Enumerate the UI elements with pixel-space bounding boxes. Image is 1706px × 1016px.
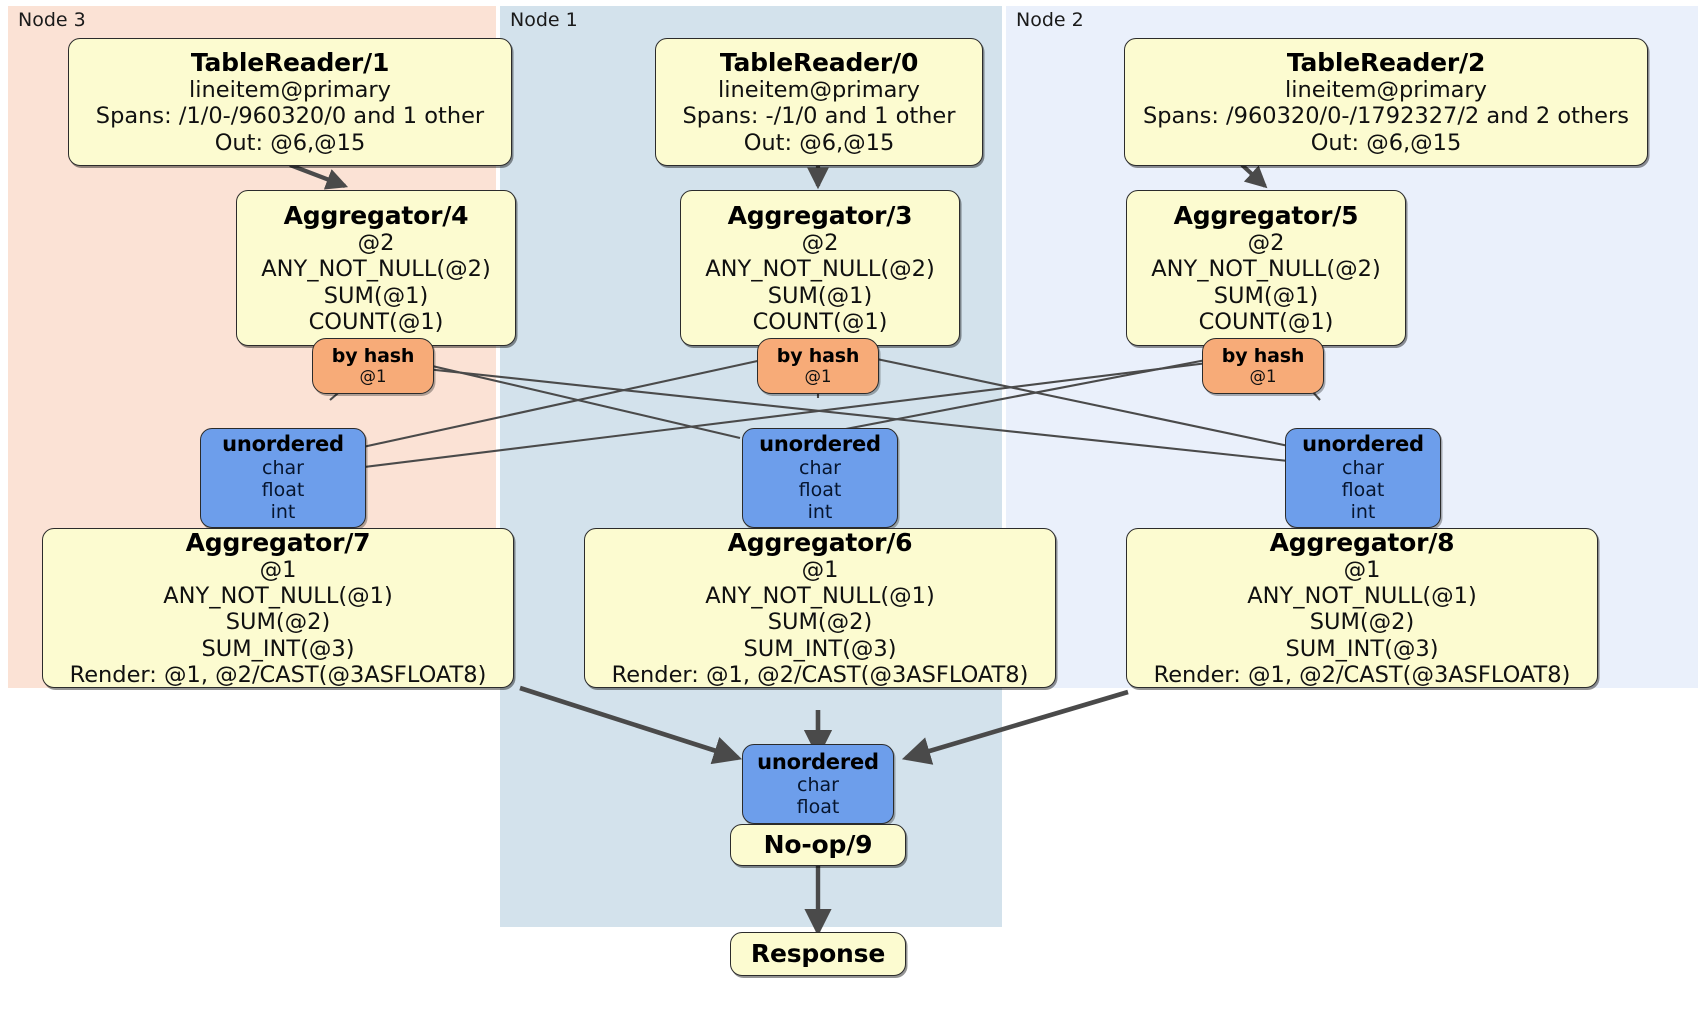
node-line: @1	[259, 556, 297, 583]
router-line: @1	[804, 367, 832, 387]
node-line: Render: @1, @2/CAST(@3ASFLOAT8)	[1153, 662, 1571, 689]
node-line: Render: @1, @2/CAST(@3ASFLOAT8)	[69, 662, 487, 689]
node-line: @1	[1343, 556, 1381, 583]
node-response[interactable]: Response	[730, 932, 906, 976]
sync-line: float	[261, 479, 305, 502]
sync-line: float	[796, 796, 840, 819]
node-line: SUM_INT(@3)	[1285, 635, 1439, 662]
sync-title: unordered	[1302, 432, 1424, 457]
node-line: Spans: /960320/0-/1792327/2 and 2 others	[1142, 103, 1629, 130]
node-title: Aggregator/8	[1269, 527, 1455, 557]
node-line: Out: @6,@15	[214, 129, 366, 156]
node-line: Spans: /1/0-/960320/0 and 1 other	[95, 103, 485, 130]
node-title: Aggregator/5	[1173, 200, 1359, 230]
node-line: ANY_NOT_NULL(@1)	[1247, 583, 1477, 610]
node-title: Aggregator/4	[283, 200, 469, 230]
router-title: by hash	[776, 345, 860, 368]
node-line: SUM_INT(@3)	[201, 635, 355, 662]
node-line: COUNT(@1)	[752, 308, 888, 335]
node-tablereader-1[interactable]: TableReader/1 lineitem@primary Spans: /1…	[68, 38, 512, 166]
node-line: SUM(@2)	[225, 609, 331, 636]
node-aggregator-6[interactable]: Aggregator/6 @1 ANY_NOT_NULL(@1) SUM(@2)…	[584, 528, 1056, 688]
node-title: TableReader/2	[1286, 47, 1486, 77]
node-tablereader-2[interactable]: TableReader/2 lineitem@primary Spans: /9…	[1124, 38, 1648, 166]
sync-unordered-right[interactable]: unordered char float int	[1285, 428, 1441, 528]
sync-line: char	[1342, 456, 1384, 479]
node-line: lineitem@primary	[1285, 77, 1487, 104]
router-by-hash-left[interactable]: by hash @1	[312, 338, 434, 394]
sync-line: float	[798, 479, 842, 502]
sync-title: unordered	[222, 432, 344, 457]
node-line: SUM_INT(@3)	[743, 635, 897, 662]
node-title: TableReader/0	[719, 47, 919, 77]
node-line: ANY_NOT_NULL(@1)	[705, 583, 935, 610]
node-title: Aggregator/6	[727, 527, 913, 557]
node-aggregator-5[interactable]: Aggregator/5 @2 ANY_NOT_NULL(@2) SUM(@1)…	[1126, 190, 1406, 346]
node-title: Aggregator/3	[727, 200, 913, 230]
sync-title: unordered	[759, 432, 881, 457]
sync-line: int	[1350, 501, 1376, 524]
sync-line: char	[799, 456, 841, 479]
node-line: SUM(@2)	[1309, 609, 1415, 636]
node-line: @1	[801, 556, 839, 583]
router-by-hash-right[interactable]: by hash @1	[1202, 338, 1324, 394]
node-line: @2	[357, 230, 395, 256]
node-tablereader-0[interactable]: TableReader/0 lineitem@primary Spans: -/…	[655, 38, 983, 166]
sync-line: int	[807, 501, 833, 524]
node-line: Out: @6,@15	[743, 129, 895, 156]
node-aggregator-7[interactable]: Aggregator/7 @1 ANY_NOT_NULL(@1) SUM(@2)…	[42, 528, 514, 688]
router-line: @1	[359, 367, 387, 387]
node-aggregator-3[interactable]: Aggregator/3 @2 ANY_NOT_NULL(@2) SUM(@1)…	[680, 190, 960, 346]
router-by-hash-center[interactable]: by hash @1	[757, 338, 879, 394]
sync-unordered-final[interactable]: unordered char float	[742, 744, 894, 824]
sync-unordered-left[interactable]: unordered char float int	[200, 428, 366, 528]
node-line: ANY_NOT_NULL(@2)	[261, 256, 491, 283]
sync-line: float	[1341, 479, 1385, 502]
node-no-op-9[interactable]: No-op/9	[730, 824, 906, 866]
node-line: ANY_NOT_NULL(@1)	[163, 583, 393, 610]
node-title: Response	[750, 939, 886, 969]
panel-label-node-2: Node 2	[1016, 9, 1084, 31]
node-title: Aggregator/7	[185, 527, 371, 557]
node-line: ANY_NOT_NULL(@2)	[1151, 256, 1381, 283]
node-line: @2	[801, 230, 839, 256]
node-line: lineitem@primary	[718, 77, 920, 104]
sync-unordered-center[interactable]: unordered char float int	[742, 428, 898, 528]
node-title: TableReader/1	[190, 47, 390, 77]
node-aggregator-4[interactable]: Aggregator/4 @2 ANY_NOT_NULL(@2) SUM(@1)…	[236, 190, 516, 346]
node-line: SUM(@1)	[767, 282, 873, 309]
node-line: @2	[1247, 230, 1285, 256]
router-title: by hash	[1221, 345, 1305, 368]
node-line: SUM(@2)	[767, 609, 873, 636]
node-line: lineitem@primary	[189, 77, 391, 104]
node-title: No-op/9	[763, 830, 873, 860]
router-line: @1	[1249, 367, 1277, 387]
panel-label-node-1: Node 1	[510, 9, 578, 31]
node-line: SUM(@1)	[1213, 282, 1319, 309]
node-aggregator-8[interactable]: Aggregator/8 @1 ANY_NOT_NULL(@1) SUM(@2)…	[1126, 528, 1598, 688]
sync-line: char	[797, 774, 839, 797]
panel-label-node-3: Node 3	[18, 9, 86, 31]
sync-title: unordered	[757, 749, 879, 774]
node-line: COUNT(@1)	[1198, 308, 1334, 335]
node-line: Render: @1, @2/CAST(@3ASFLOAT8)	[611, 662, 1029, 689]
sync-line: int	[270, 501, 296, 524]
node-line: Spans: -/1/0 and 1 other	[682, 103, 956, 130]
sync-line: char	[262, 456, 304, 479]
node-line: SUM(@1)	[323, 282, 429, 309]
node-line: COUNT(@1)	[308, 308, 444, 335]
router-title: by hash	[331, 345, 415, 368]
node-line: ANY_NOT_NULL(@2)	[705, 256, 935, 283]
node-line: Out: @6,@15	[1310, 129, 1462, 156]
